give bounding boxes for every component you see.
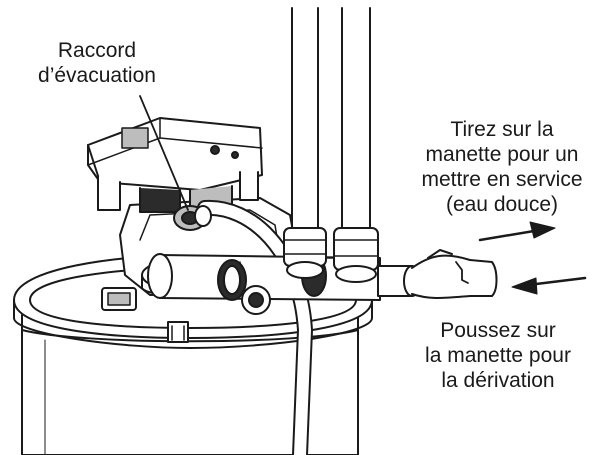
pull-label-line: manette pour un bbox=[425, 143, 579, 166]
drain-fitting-label: Raccord d’évacuation bbox=[4, 38, 190, 88]
pipe-coupling-left bbox=[283, 227, 327, 267]
control-head-screw bbox=[210, 145, 220, 155]
bypass-handle bbox=[377, 249, 498, 299]
push-handle-instruction: Poussez sur la manette pour la dérivatio… bbox=[398, 318, 598, 393]
drain-leader-line bbox=[139, 95, 189, 211]
push-label-line: la manette pour bbox=[425, 344, 571, 367]
pull-label-line: mettre en service bbox=[421, 168, 583, 191]
rim-clip-front bbox=[167, 321, 189, 343]
pipe-coupling-right bbox=[333, 227, 379, 271]
pull-arrow bbox=[478, 221, 556, 242]
drain-label-line: Raccord bbox=[57, 39, 137, 62]
pull-label-line: Tirez sur la bbox=[450, 118, 554, 141]
push-label-line: la dérivation bbox=[441, 369, 555, 392]
push-label-line: Poussez sur bbox=[440, 319, 556, 342]
push-arrow bbox=[511, 276, 587, 295]
pull-handle-instruction: Tirez sur la manette pour un mettre en s… bbox=[402, 117, 600, 217]
drain-label-line: d’évacuation bbox=[38, 64, 156, 87]
pull-label-line: (eau douce) bbox=[445, 193, 559, 216]
supply-pipes bbox=[283, 7, 379, 283]
valve-control-head bbox=[87, 117, 263, 213]
drain-hose bbox=[194, 199, 313, 455]
